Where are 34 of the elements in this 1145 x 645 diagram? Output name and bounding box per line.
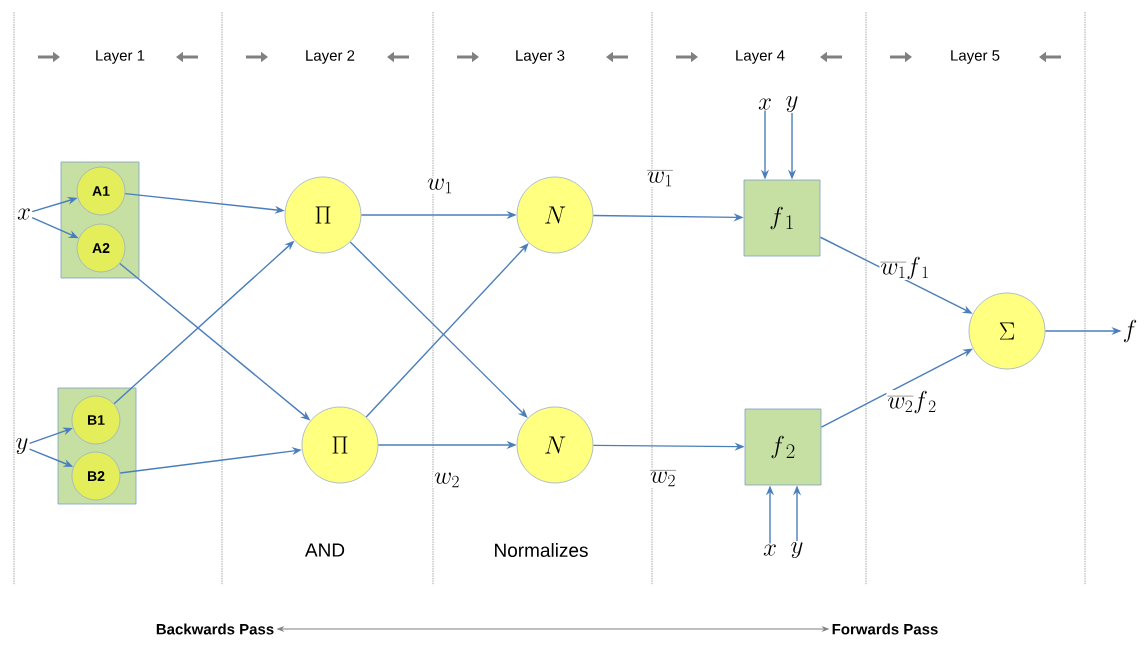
membership-node: A1 — [76, 166, 126, 216]
layer-label: Layer 4 — [736, 50, 785, 64]
input-variable: $y$ — [791, 542, 803, 559]
layer-label: Layer 1 — [96, 50, 145, 64]
product-node: $\Pi$ — [284, 176, 362, 254]
edge-label: $w_1$ — [426, 177, 454, 195]
product-node: $\Pi$ — [301, 406, 379, 484]
membership-node: A2 — [76, 223, 126, 273]
membership-node: B1 — [71, 395, 121, 445]
input-variable: $y$ — [786, 96, 798, 112]
input-variable: $y$ — [16, 438, 28, 454]
input-variable: $x$ — [763, 544, 776, 556]
function-label: Normalizes — [495, 543, 588, 557]
layer-label: Layer 2 — [306, 50, 355, 64]
layer-label: Layer 5 — [951, 50, 1000, 64]
edge-label: $w_2$ — [433, 471, 461, 489]
input-variable: $x$ — [758, 98, 771, 110]
normalize-node: $N$ — [516, 176, 594, 254]
edge-label: $\overline{w_2} f_{\,2}$ — [886, 389, 938, 415]
pass-label: Backwards Pass — [156, 623, 274, 635]
normalize-node: $N$ — [516, 406, 594, 484]
rule-function-box: $f_{\,2}$ — [744, 408, 822, 486]
edge-label: $\overline{w_1}$ — [646, 168, 674, 188]
sum-node: $\Sigma$ — [968, 292, 1046, 370]
input-variable: $x$ — [17, 208, 30, 220]
edge-label: $\overline{w_1} f_{\,1}$ — [879, 255, 931, 281]
arrow — [277, 626, 829, 632]
membership-node: B2 — [71, 451, 121, 501]
output-variable: $f$ — [1123, 319, 1137, 343]
layer-label: Layer 3 — [516, 50, 565, 64]
edge-label: $\overline{w_2}$ — [649, 468, 677, 488]
pass-label: Forwards Pass — [832, 623, 938, 635]
rule-function-box: $f_{\,1}$ — [743, 179, 821, 257]
function-label: AND — [305, 543, 345, 557]
